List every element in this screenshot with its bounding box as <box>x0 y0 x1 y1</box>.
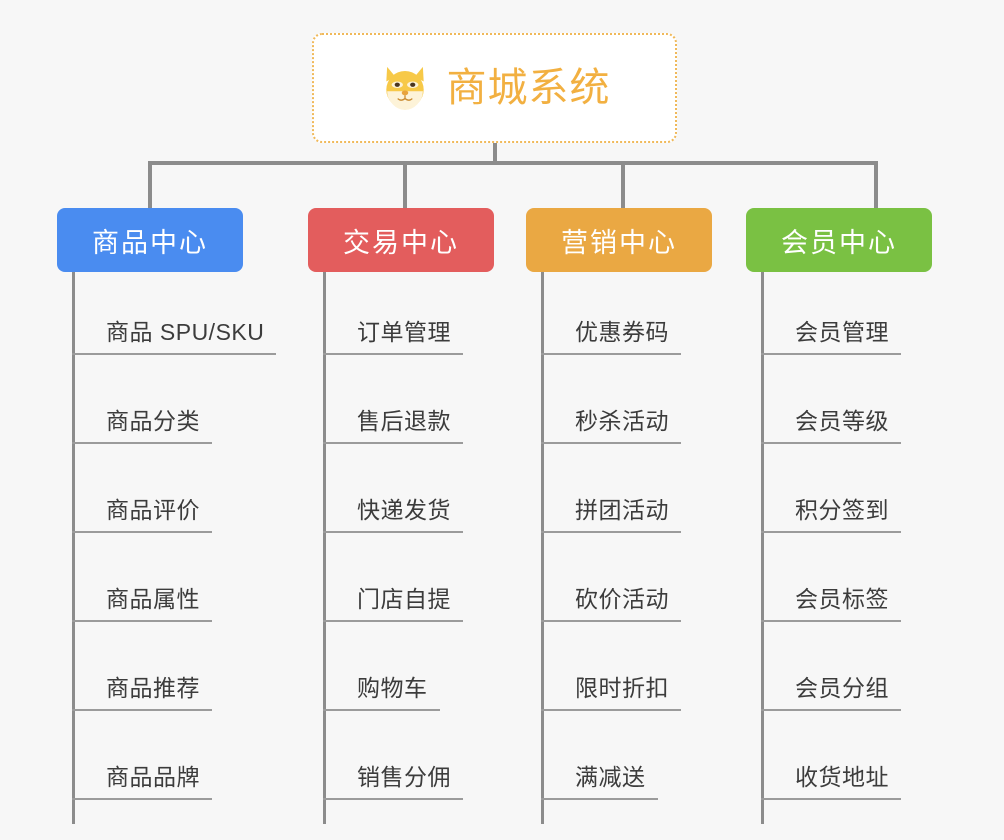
leaf-label: 收货地址 <box>761 762 901 800</box>
leaf-label: 商品品牌 <box>72 762 212 800</box>
leaf-list-1: 商品 SPU/SKU 商品分类 商品评价 商品属性 商品推荐 商品品牌 <box>72 272 287 806</box>
leaf-label: 积分签到 <box>761 495 901 533</box>
leaf-item[interactable]: 购物车 <box>323 628 538 717</box>
root-node[interactable]: 商城系统 <box>312 33 677 143</box>
leaf-item[interactable]: 商品属性 <box>72 539 287 628</box>
leaf-item[interactable]: 会员等级 <box>761 361 976 450</box>
leaf-label: 销售分佣 <box>323 762 463 800</box>
leaf-label: 满减送 <box>541 762 658 800</box>
branch-header-4[interactable]: 会员中心 <box>746 208 932 272</box>
leaf-list-3: 优惠券码 秒杀活动 拼团活动 砍价活动 限时折扣 满减送 <box>541 272 756 806</box>
leaf-label: 秒杀活动 <box>541 406 681 444</box>
leaf-item[interactable]: 收货地址 <box>761 717 976 806</box>
leaf-item[interactable]: 砍价活动 <box>541 539 756 628</box>
leaf-item[interactable]: 门店自提 <box>323 539 538 628</box>
branch-title-1: 商品中心 <box>92 227 208 258</box>
leaf-label: 砍价活动 <box>541 584 681 622</box>
branch-trunk-4 <box>761 272 764 824</box>
connector-drop-2 <box>403 161 407 208</box>
branch-member-center: 会员中心 会员管理 会员等级 积分签到 会员标签 会员分组 收货地址 <box>746 208 932 824</box>
shiba-dog-face-icon <box>385 66 424 110</box>
leaf-label: 商品 SPU/SKU <box>72 317 277 355</box>
leaf-item[interactable]: 秒杀活动 <box>541 361 756 450</box>
leaf-item[interactable]: 商品评价 <box>72 450 287 539</box>
leaf-label: 快递发货 <box>323 495 463 533</box>
root-title: 商城系统 <box>446 66 611 110</box>
connector-drop-3 <box>621 161 625 208</box>
leaf-label: 商品推荐 <box>72 673 212 711</box>
connector-root-stem <box>493 143 497 164</box>
leaf-item[interactable]: 快递发货 <box>323 450 538 539</box>
leaf-label: 会员管理 <box>761 317 901 355</box>
branch-title-3: 营销中心 <box>561 227 677 258</box>
leaf-label: 购物车 <box>323 673 440 711</box>
connector-horizontal-bus <box>150 161 878 165</box>
leaf-item[interactable]: 销售分佣 <box>323 717 538 806</box>
leaf-item[interactable]: 订单管理 <box>323 272 538 361</box>
leaf-item[interactable]: 会员分组 <box>761 628 976 717</box>
leaf-item[interactable]: 商品 SPU/SKU <box>72 272 287 361</box>
leaf-label: 商品属性 <box>72 584 212 622</box>
leaf-item[interactable]: 商品品牌 <box>72 717 287 806</box>
branch-title-4: 会员中心 <box>781 227 897 258</box>
leaf-item[interactable]: 限时折扣 <box>541 628 756 717</box>
branch-trunk-2 <box>323 272 326 824</box>
branch-title-2: 交易中心 <box>343 227 459 258</box>
leaf-item[interactable]: 商品推荐 <box>72 628 287 717</box>
connector-drop-1 <box>148 161 152 208</box>
branch-trunk-3 <box>541 272 544 824</box>
leaf-label: 售后退款 <box>323 406 463 444</box>
leaf-item[interactable]: 商品分类 <box>72 361 287 450</box>
branch-trade-center: 交易中心 订单管理 售后退款 快递发货 门店自提 购物车 销售分佣 <box>308 208 494 824</box>
leaf-label: 会员标签 <box>761 584 901 622</box>
branch-trunk-1 <box>72 272 75 824</box>
leaf-item[interactable]: 优惠券码 <box>541 272 756 361</box>
leaf-item[interactable]: 售后退款 <box>323 361 538 450</box>
leaf-item[interactable]: 积分签到 <box>761 450 976 539</box>
leaf-item[interactable]: 会员标签 <box>761 539 976 628</box>
leaf-label: 门店自提 <box>323 584 463 622</box>
leaf-item[interactable]: 满减送 <box>541 717 756 806</box>
leaf-label: 限时折扣 <box>541 673 681 711</box>
branch-header-1[interactable]: 商品中心 <box>57 208 243 272</box>
leaf-label: 商品评价 <box>72 495 212 533</box>
branch-marketing-center: 营销中心 优惠券码 秒杀活动 拼团活动 砍价活动 限时折扣 满减送 <box>526 208 712 824</box>
leaf-label: 拼团活动 <box>541 495 681 533</box>
leaf-label: 会员等级 <box>761 406 901 444</box>
branch-header-3[interactable]: 营销中心 <box>526 208 712 272</box>
leaf-list-4: 会员管理 会员等级 积分签到 会员标签 会员分组 收货地址 <box>761 272 976 806</box>
connector-drop-4 <box>874 161 878 208</box>
branch-header-2[interactable]: 交易中心 <box>308 208 494 272</box>
leaf-item[interactable]: 会员管理 <box>761 272 976 361</box>
leaf-item[interactable]: 拼团活动 <box>541 450 756 539</box>
leaf-label: 订单管理 <box>323 317 463 355</box>
branch-product-center: 商品中心 商品 SPU/SKU 商品分类 商品评价 商品属性 商品推荐 商品品牌 <box>57 208 277 824</box>
leaf-label: 会员分组 <box>761 673 901 711</box>
leaf-label: 优惠券码 <box>541 317 681 355</box>
leaf-label: 商品分类 <box>72 406 212 444</box>
leaf-list-2: 订单管理 售后退款 快递发货 门店自提 购物车 销售分佣 <box>323 272 538 806</box>
